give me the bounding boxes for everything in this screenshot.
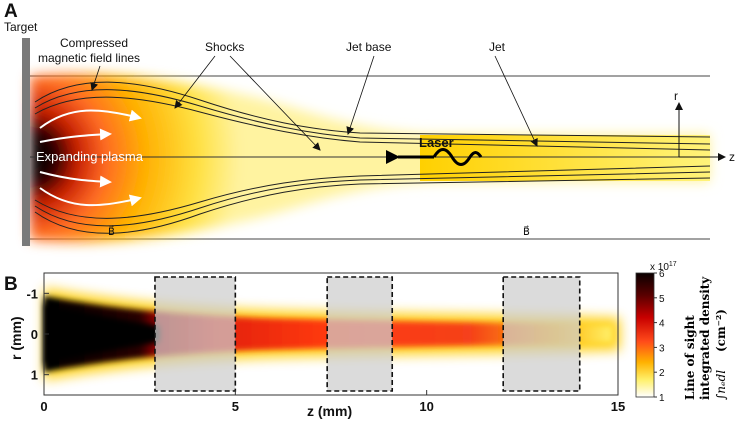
colorbar-tick-label: 6 [659, 269, 665, 280]
colorbar-tick-label: 1 [659, 393, 665, 404]
masked-region-1 [154, 276, 237, 392]
shocks-pointer-2 [229, 55, 321, 151]
colorbar-tick-label: 2 [659, 368, 665, 379]
jet-base-label: Jet base [346, 40, 392, 54]
y-tick-label: 1 [31, 368, 38, 383]
expanding-plasma-label: Expanding plasma [36, 149, 144, 164]
laser-label: Laser [419, 135, 454, 150]
colorbar [635, 272, 655, 398]
y-tick-label: 0 [31, 327, 38, 342]
b-field-label-right: B⃗ [523, 225, 530, 238]
laser-wave [432, 148, 483, 166]
colorbar-tick-label: 5 [659, 294, 665, 305]
panel-a: A Target Expanding plasma Comp [4, 1, 735, 246]
x-axis-title: z (mm) [307, 403, 352, 419]
compressed-pointer [90, 65, 101, 91]
shocks-pointer-1 [174, 55, 216, 109]
z-axis-label: z [729, 150, 735, 164]
y-tick-label: -1 [26, 286, 38, 301]
colorbar-tick-label: 4 [659, 319, 665, 330]
x-tick-label: 0 [40, 399, 47, 414]
plasma-plume [30, 74, 710, 242]
colorbar-title-unit: (cm⁻²) [714, 309, 728, 352]
expansion-arrows [39, 109, 142, 207]
colorbar-multiplier: x 1017 [650, 261, 677, 273]
r-axis-label: r [674, 89, 678, 103]
y-ticks: -1 0 1 [26, 286, 49, 383]
jet-pointer [494, 55, 538, 147]
colorbar-title-formula: ∫nₑdl [714, 370, 728, 400]
panel-b-letter: B [4, 274, 18, 295]
masked-region-2 [326, 276, 394, 392]
compressed-label-line-1: Compressed [60, 36, 128, 50]
jet-base-pointer [346, 55, 375, 135]
masked-regions [154, 276, 581, 392]
x-ticks: 0 5 10 15 [40, 390, 625, 414]
field-lines [30, 81, 711, 234]
colorbar-tick-label: 3 [659, 343, 665, 354]
x-tick-label: 5 [232, 399, 239, 414]
colorbar-ticks: 6 5 4 3 2 1 [654, 269, 665, 404]
panel-a-letter: A [4, 1, 18, 22]
heatmap-dark-core [44, 303, 160, 365]
compressed-label-line-2: magnetic field lines [38, 51, 140, 65]
y-axis-title: r (mm) [8, 316, 24, 360]
colorbar-title: Line of sight integrated density ∫nₑdl (… [683, 276, 728, 400]
colorbar-title-line-1: Line of sight [683, 315, 697, 400]
colorbar-title-line-2: integrated density [698, 276, 712, 400]
b-field-label-left: B⃗ [108, 225, 115, 238]
target-label: Target [4, 20, 38, 34]
masked-region-3 [502, 276, 581, 392]
panel-b: B 0 5 10 15 -1 0 1 z (mm) r (mm) 6 5 4 3 2 1 x 101… [4, 261, 728, 419]
shocks-label: Shocks [205, 40, 244, 54]
x-tick-label: 10 [419, 399, 433, 414]
x-tick-label: 15 [611, 399, 625, 414]
jet-label: Jet [489, 40, 506, 54]
target-plate [22, 38, 30, 246]
